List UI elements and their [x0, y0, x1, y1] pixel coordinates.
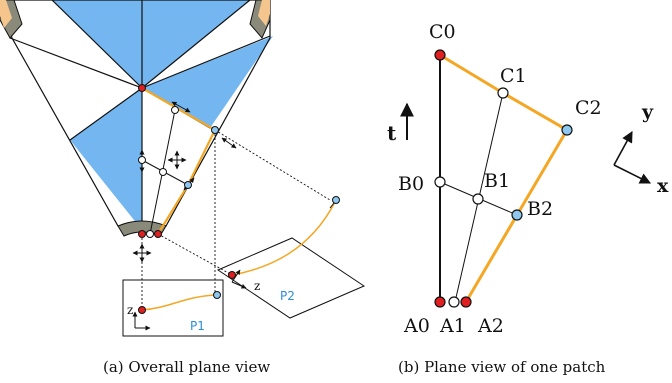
patch-p1-box: z P1	[122, 279, 224, 337]
y-label: y	[641, 101, 654, 123]
point-a2	[154, 230, 162, 238]
label-A1: A1	[439, 315, 466, 337]
left-points	[138, 84, 219, 238]
point-c2	[211, 126, 219, 134]
axis-z2-label: z	[254, 279, 260, 293]
sector-bottom-left	[70, 88, 142, 230]
label-C1: C1	[500, 65, 527, 87]
point-b0	[138, 156, 146, 164]
point-C0	[434, 49, 446, 61]
corner-cap-left-tan	[0, 0, 12, 28]
point-b1	[159, 168, 167, 176]
axis-z1-label: z	[127, 303, 133, 317]
point-A1	[448, 296, 460, 308]
point-c1	[171, 106, 179, 114]
point-center	[138, 84, 146, 92]
patch-plane-view: C0 C1 C2 B0 B1 B2 A0 A1 A2 t y x	[387, 21, 669, 337]
patch-p2-box: z P2	[216, 196, 366, 319]
overall-plane-view: z P1 z P2	[0, 0, 366, 337]
label-C2: C2	[575, 97, 602, 119]
motion-arrows	[132, 101, 237, 263]
point-a0	[138, 230, 146, 238]
projection-lines	[141, 129, 331, 310]
t-label: t	[387, 121, 397, 145]
corner-cap-right-tan	[258, 0, 270, 26]
label-B2: B2	[527, 198, 553, 220]
point-a1	[146, 230, 154, 238]
caption-a: (a) Overall plane view	[103, 358, 270, 376]
y-axis-arrow	[613, 131, 633, 166]
patch-p2-label: P2	[280, 289, 295, 303]
label-B0: B0	[398, 173, 424, 195]
point-A0	[434, 296, 446, 308]
caption-b: (b) Plane view of one patch	[398, 358, 606, 376]
point-b2	[184, 181, 192, 189]
blue-sectors	[52, 0, 273, 230]
point-A2	[460, 296, 472, 308]
label-A2: A2	[477, 315, 504, 337]
point-B2	[511, 209, 523, 221]
x-axis-arrow	[613, 164, 652, 184]
point-B1	[472, 193, 484, 205]
point-C2	[561, 124, 573, 136]
patch-points	[434, 49, 573, 308]
x-label: x	[657, 175, 669, 197]
point-C1	[497, 87, 509, 99]
label-A0: A0	[403, 315, 430, 337]
label-B1: B1	[484, 170, 510, 192]
point-B0	[434, 176, 446, 188]
patch-p1-label: P1	[190, 319, 205, 333]
label-C0: C0	[429, 21, 456, 43]
